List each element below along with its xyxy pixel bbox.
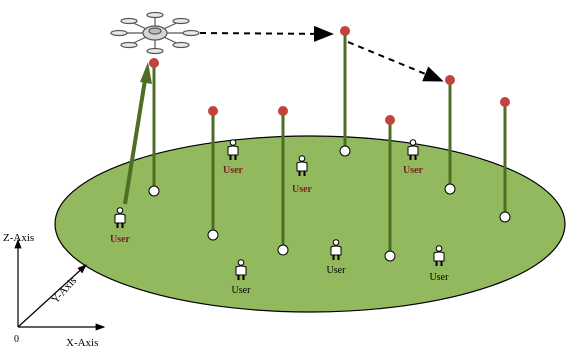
user: User <box>403 139 424 176</box>
trajectory-poles <box>148 26 511 262</box>
ground-projection-point <box>277 244 289 256</box>
uplink-arrow <box>123 62 152 205</box>
hover-point <box>208 106 218 116</box>
user-label: User <box>430 272 450 283</box>
user-label: User <box>232 285 252 296</box>
user: User <box>232 259 252 296</box>
flight-path-segment <box>347 41 444 82</box>
hover-point <box>278 106 288 116</box>
ground-projection-point <box>384 250 396 262</box>
ground-projection-point <box>207 229 219 241</box>
ground-projection-point <box>148 185 160 197</box>
hover-point <box>445 75 455 85</box>
user-label: User <box>223 165 244 176</box>
flight-path-segment <box>199 25 334 42</box>
user: User <box>327 239 347 276</box>
user-icon <box>407 139 419 160</box>
y-axis-label: Y-Axis <box>49 275 79 306</box>
user-label: User <box>110 234 131 245</box>
origin-label: 0 <box>14 334 19 345</box>
user-icon <box>296 155 308 176</box>
user: User <box>292 155 313 195</box>
user-label: User <box>292 184 313 195</box>
user-icon <box>433 245 445 266</box>
trajectory-pole <box>207 106 219 241</box>
drone-icon <box>110 11 200 55</box>
ground-plane <box>54 135 566 313</box>
flight-path <box>199 25 444 82</box>
trajectory-pole <box>339 26 351 157</box>
hover-point <box>500 97 510 107</box>
hover-point <box>340 26 350 36</box>
user-label: User <box>403 165 424 176</box>
x-axis-label: X-Axis <box>66 337 98 349</box>
user: User <box>223 139 244 176</box>
user: User <box>110 207 131 245</box>
user-label: User <box>327 265 347 276</box>
ground-projection-point <box>339 145 351 157</box>
user-icon <box>227 139 239 160</box>
user-icon <box>330 239 342 260</box>
trajectory-pole <box>499 97 511 223</box>
ground-projection-point <box>499 211 511 223</box>
hover-point <box>149 58 159 68</box>
user: User <box>430 245 450 283</box>
trajectory-pole <box>148 58 160 197</box>
user-icon <box>114 207 126 228</box>
trajectory-pole <box>444 75 456 195</box>
trajectory-pole <box>384 115 396 262</box>
ground-projection-point <box>444 183 456 195</box>
z-axis-label: Z-Axis <box>3 232 34 244</box>
axes <box>14 238 106 331</box>
user-icon <box>235 259 247 280</box>
trajectory-pole <box>277 106 289 256</box>
y-axis-line <box>17 264 87 328</box>
hover-point <box>385 115 395 125</box>
